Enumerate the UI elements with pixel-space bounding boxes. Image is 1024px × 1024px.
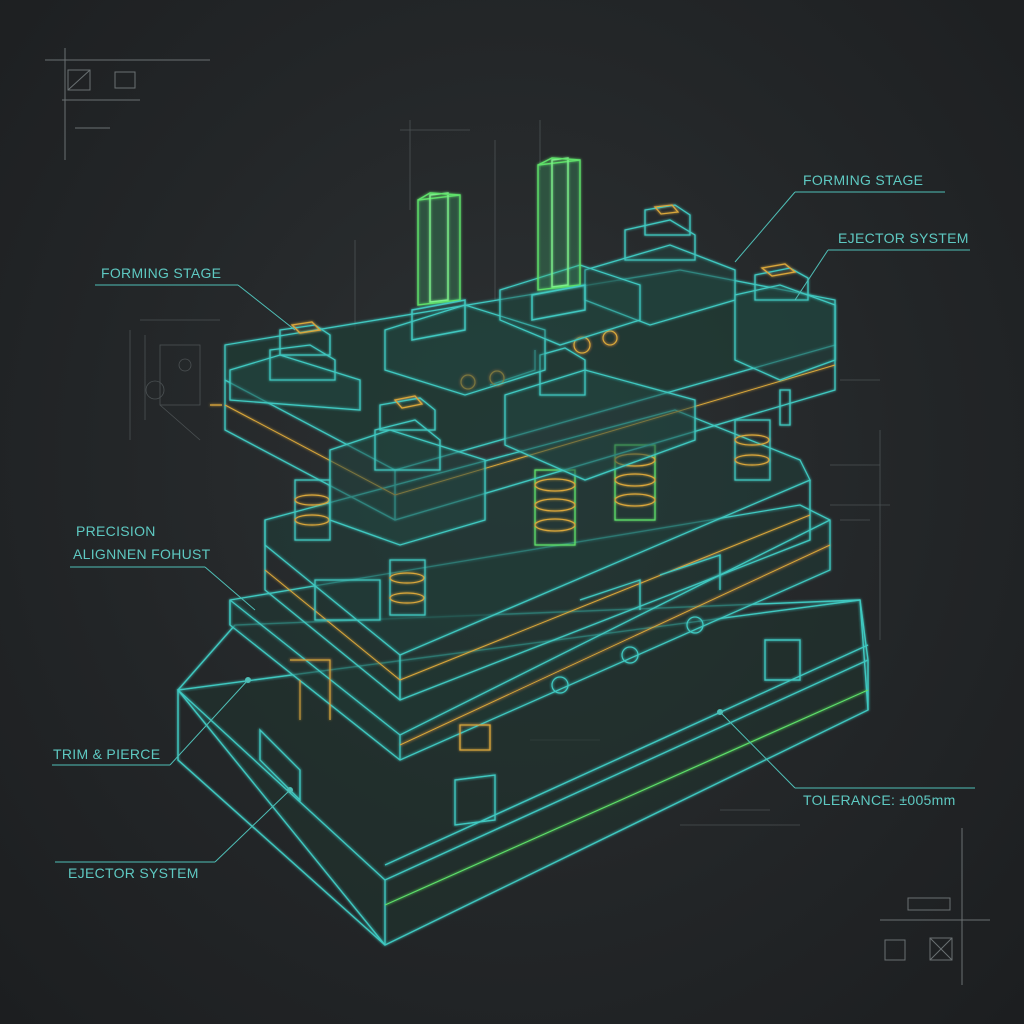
station-rear	[384, 264, 641, 396]
label-ejector-system-right: EJECTOR SYSTEM	[838, 230, 969, 246]
station-ejector	[734, 263, 836, 426]
station-left	[229, 321, 361, 411]
title-block-bottom-right	[880, 828, 990, 985]
label-tolerance: TOLERANCE: ±005mm	[803, 792, 956, 808]
station-center	[504, 347, 696, 481]
punch-post-right	[531, 157, 586, 321]
punch-posts	[411, 157, 586, 341]
label-precision-line1: PRECISION	[76, 523, 156, 539]
punch-post-left	[411, 192, 466, 341]
guide-pillar-right	[734, 419, 771, 481]
guide-pillar-center-left	[534, 469, 576, 546]
label-forming-stage-left: FORMING STAGE	[101, 265, 222, 281]
label-ejector-system-left: EJECTOR SYSTEM	[68, 865, 199, 881]
leader-lines	[52, 191, 975, 863]
guide-pillar-front	[389, 559, 426, 616]
label-precision-line2: ALIGNNEN FOHUST	[73, 546, 211, 562]
title-block-top-left	[45, 48, 210, 160]
forming-stations	[229, 204, 836, 546]
station-front	[329, 395, 486, 546]
label-forming-stage-top-right: FORMING STAGE	[803, 172, 924, 188]
label-trim-pierce: TRIM & PIERCE	[53, 746, 161, 762]
